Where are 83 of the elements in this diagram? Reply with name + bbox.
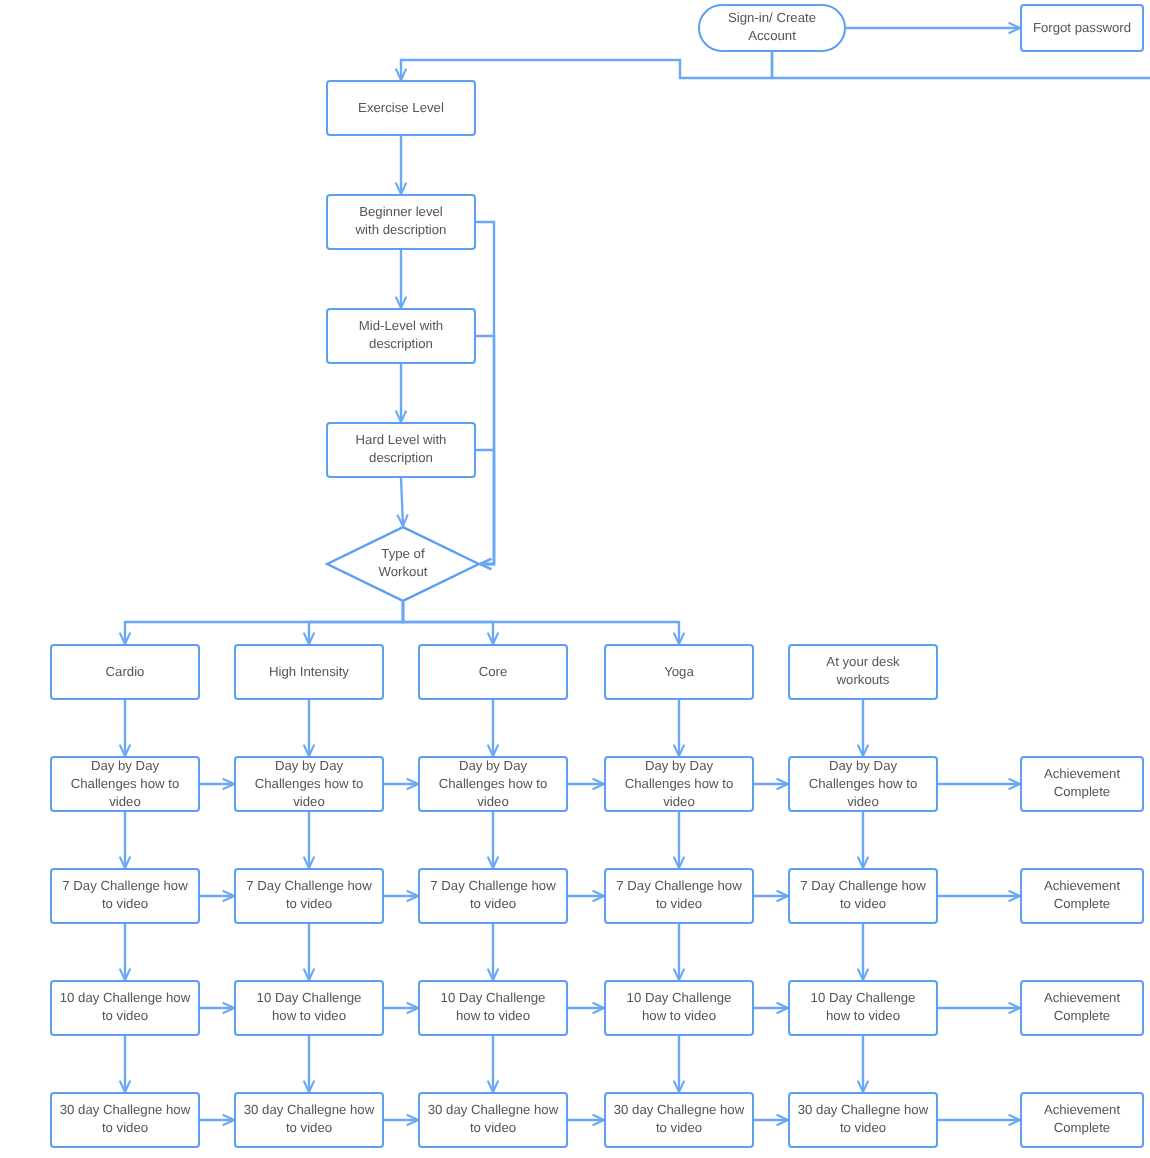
arrow bbox=[938, 1001, 1022, 1015]
terminal-pill bbox=[698, 4, 846, 52]
arrow bbox=[476, 448, 496, 571]
process-box bbox=[1020, 756, 1144, 812]
process-box bbox=[418, 644, 568, 700]
arrow bbox=[302, 924, 316, 982]
arrow bbox=[938, 777, 1022, 791]
arrow bbox=[856, 1036, 870, 1094]
arrow bbox=[200, 1001, 236, 1015]
process-box bbox=[604, 868, 754, 924]
arrow bbox=[384, 1113, 420, 1127]
arrow bbox=[118, 700, 132, 758]
decision-diamond bbox=[326, 526, 480, 602]
arrow bbox=[856, 700, 870, 758]
process-box bbox=[326, 194, 476, 250]
process-box bbox=[50, 756, 200, 812]
arrow bbox=[486, 1036, 500, 1094]
arrow bbox=[302, 1036, 316, 1094]
process-box bbox=[50, 980, 200, 1036]
arrow bbox=[486, 924, 500, 982]
arrow bbox=[118, 924, 132, 982]
process-box bbox=[788, 756, 938, 812]
process-box bbox=[788, 980, 938, 1036]
process-box bbox=[50, 1092, 200, 1148]
arrow bbox=[302, 812, 316, 870]
process-box bbox=[326, 422, 476, 478]
process-box bbox=[234, 644, 384, 700]
arrow bbox=[568, 889, 606, 903]
arrow bbox=[394, 364, 408, 424]
process-box bbox=[604, 1092, 754, 1148]
arrow bbox=[754, 889, 790, 903]
process-box bbox=[788, 644, 938, 700]
process-box bbox=[326, 308, 476, 364]
process-box bbox=[234, 980, 384, 1036]
process-box bbox=[418, 868, 568, 924]
process-box bbox=[418, 1092, 568, 1148]
arrow bbox=[672, 812, 686, 870]
arrow bbox=[384, 1001, 420, 1015]
process-box bbox=[418, 980, 568, 1036]
process-box bbox=[234, 756, 384, 812]
process-box bbox=[234, 1092, 384, 1148]
arrow bbox=[938, 889, 1022, 903]
arrow bbox=[754, 1001, 790, 1015]
arrow bbox=[118, 812, 132, 870]
arrow bbox=[302, 700, 316, 758]
arrow bbox=[118, 1036, 132, 1094]
arrow bbox=[384, 777, 420, 791]
arrow bbox=[672, 700, 686, 758]
arrow bbox=[394, 250, 408, 310]
arrow bbox=[394, 136, 408, 196]
process-box bbox=[1020, 868, 1144, 924]
process-box bbox=[50, 644, 200, 700]
arrow bbox=[672, 924, 686, 982]
arrow bbox=[396, 477, 409, 528]
process-box bbox=[604, 756, 754, 812]
arrow bbox=[384, 889, 420, 903]
arrow bbox=[846, 21, 1022, 35]
process-box bbox=[1020, 980, 1144, 1036]
process-box bbox=[1020, 1092, 1144, 1148]
arrow bbox=[754, 777, 790, 791]
arrow bbox=[568, 1113, 606, 1127]
arrow bbox=[754, 1113, 790, 1127]
arrow bbox=[672, 1036, 686, 1094]
arrow bbox=[856, 812, 870, 870]
arrow bbox=[401, 602, 686, 646]
arrow bbox=[568, 777, 606, 791]
arrow bbox=[938, 1113, 1022, 1127]
process-box bbox=[788, 868, 938, 924]
process-box bbox=[418, 756, 568, 812]
arrow bbox=[200, 889, 236, 903]
process-box bbox=[234, 868, 384, 924]
arrow bbox=[200, 777, 236, 791]
process-box bbox=[604, 644, 754, 700]
process-box bbox=[1020, 4, 1144, 52]
arrow bbox=[200, 1113, 236, 1127]
process-box bbox=[50, 868, 200, 924]
arrow bbox=[486, 700, 500, 758]
process-box bbox=[788, 1092, 938, 1148]
arrow bbox=[486, 812, 500, 870]
process-box bbox=[604, 980, 754, 1036]
arrow bbox=[568, 1001, 606, 1015]
process-box bbox=[326, 80, 476, 136]
arrow bbox=[856, 924, 870, 982]
